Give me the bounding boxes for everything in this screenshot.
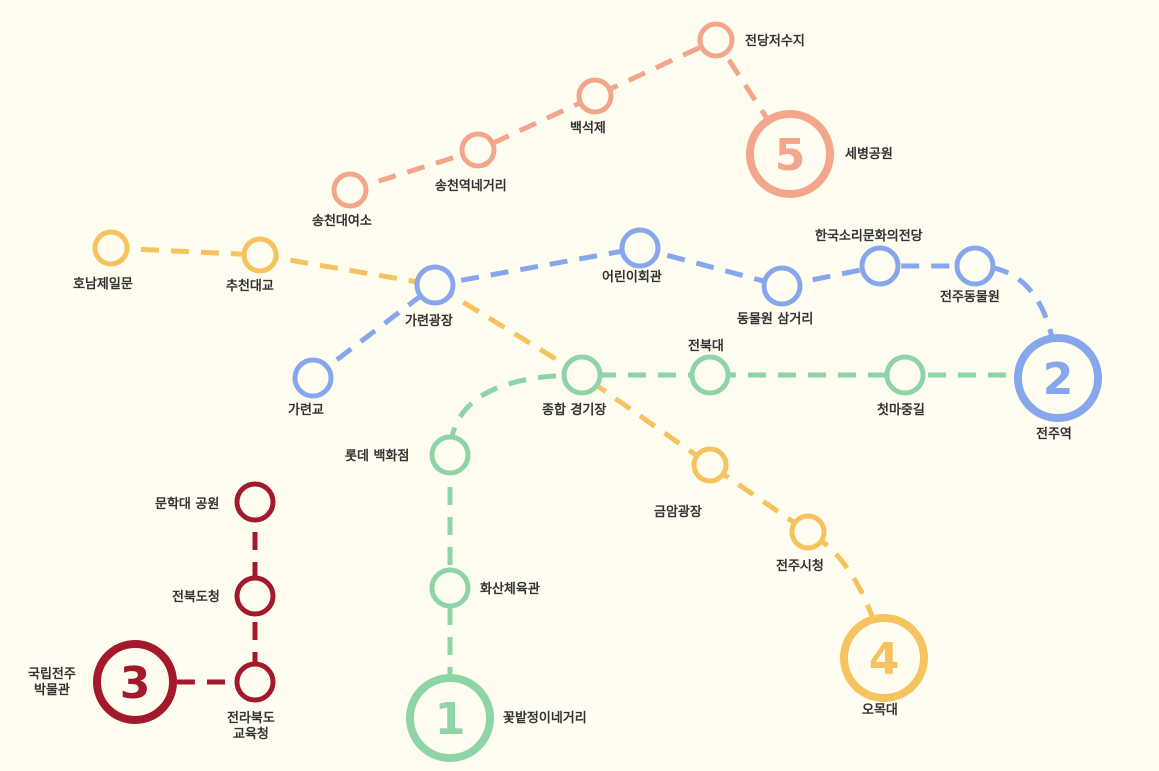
station-label-line1-terminal: 꽃밭정이네거리 — [503, 710, 587, 726]
station-label-cheotmajung-street: 첫마중길 — [877, 402, 925, 418]
station-marker-baekseokje — [576, 77, 614, 115]
line-1-route — [447, 372, 1058, 715]
station-label-geumam-square: 금암광장 — [654, 504, 702, 520]
station-label-munhakdae-park: 문학대 공원 — [155, 496, 219, 512]
station-label-hwasan-gym: 화산체육관 — [480, 581, 540, 597]
line-5-number: 5 — [775, 130, 806, 181]
station-marker-education-office — [234, 661, 276, 703]
station-label-education-office-line2: 교육청 — [233, 726, 269, 742]
station-marker-children-hall — [619, 227, 661, 269]
station-label-baekseokje: 백석제 — [570, 121, 606, 136]
station-label-hanguk-sori-center: 한국소리문화의전당 — [815, 228, 923, 244]
station-label-line4-terminal: 오목대 — [862, 703, 898, 718]
station-marker-lotte-department — [429, 434, 471, 476]
station-label-line5-terminal: 세병공원 — [845, 146, 893, 162]
station-label-line2-terminal: 전주역 — [1036, 426, 1072, 442]
station-marker-hwasan-gym — [429, 567, 471, 609]
station-marker-zoo-junction — [761, 265, 803, 307]
line-4-route — [110, 245, 887, 656]
station-label-chucheon-bridge: 추천대교 — [226, 278, 274, 294]
line-4-terminal-badge — [840, 614, 928, 702]
station-label-songcheon-daeyeoso: 송천대여소 — [312, 213, 372, 229]
station-marker-jeonju-city-hall — [789, 513, 827, 551]
line-3-terminal-badge — [93, 640, 177, 724]
station-marker-honam-jeil-gate — [92, 229, 130, 267]
station-marker-chucheon-bridge — [241, 236, 279, 274]
station-label-provincial-office: 전북도청 — [172, 589, 220, 605]
station-marker-provincial-office — [234, 575, 276, 617]
station-label-lotte-department: 롯데 백화점 — [345, 448, 409, 464]
line-1-terminal-badge — [406, 674, 494, 762]
station-marker-geumam-square — [691, 446, 729, 484]
station-label-jeonju-city-hall: 전주시청 — [776, 558, 824, 574]
line-2-number: 2 — [1043, 354, 1074, 405]
station-marker-hanguk-sori-center — [859, 245, 901, 287]
station-marker-songcheon-intersection — [459, 131, 497, 169]
station-label-garyeon-square: 가련광장 — [405, 313, 453, 329]
line-2-terminal-badge — [1014, 334, 1102, 422]
station-marker-munhakdae-park — [234, 481, 276, 523]
station-label-line3-terminal-line2: 박물관 — [34, 682, 70, 698]
line-3-number: 3 — [120, 658, 151, 709]
station-marker-jeondang-reservoir — [697, 21, 735, 59]
line-5-terminal-badge — [746, 110, 834, 198]
line-5-route — [349, 36, 793, 193]
station-marker-garyeon-square — [414, 264, 456, 306]
line-1-number: 1 — [435, 694, 466, 745]
station-label-line3-terminal-line1: 국립전주 — [28, 666, 76, 682]
station-label-zoo-junction: 동물원 삼거리 — [737, 311, 813, 327]
station-marker-jeonbuk-univ — [689, 354, 731, 396]
station-label-songcheon-intersection: 송천역네거리 — [435, 178, 507, 194]
station-label-education-office-line1: 전라북도 — [227, 710, 275, 726]
station-marker-cheotmajung-street — [884, 354, 926, 396]
line-3-route — [135, 502, 258, 685]
station-marker-jeonju-zoo — [954, 245, 996, 287]
station-marker-sports-complex — [561, 354, 603, 396]
station-label-children-hall: 어린이회관 — [602, 269, 662, 285]
station-label-honam-jeil-gate: 호남제일문 — [73, 276, 133, 292]
station-label-jeonju-zoo: 전주동물원 — [940, 289, 1000, 305]
line-4-number: 4 — [869, 634, 900, 685]
station-label-sports-complex: 종합 경기장 — [542, 402, 606, 418]
station-label-jeonbuk-univ: 전북대 — [688, 338, 724, 354]
station-marker-songcheon-daeyeoso — [331, 171, 369, 209]
station-label-jeondang-reservoir: 전당저수지 — [745, 33, 805, 49]
station-label-garyeon-bridge: 가련교 — [288, 402, 324, 418]
station-marker-garyeon-bridge — [292, 357, 334, 399]
